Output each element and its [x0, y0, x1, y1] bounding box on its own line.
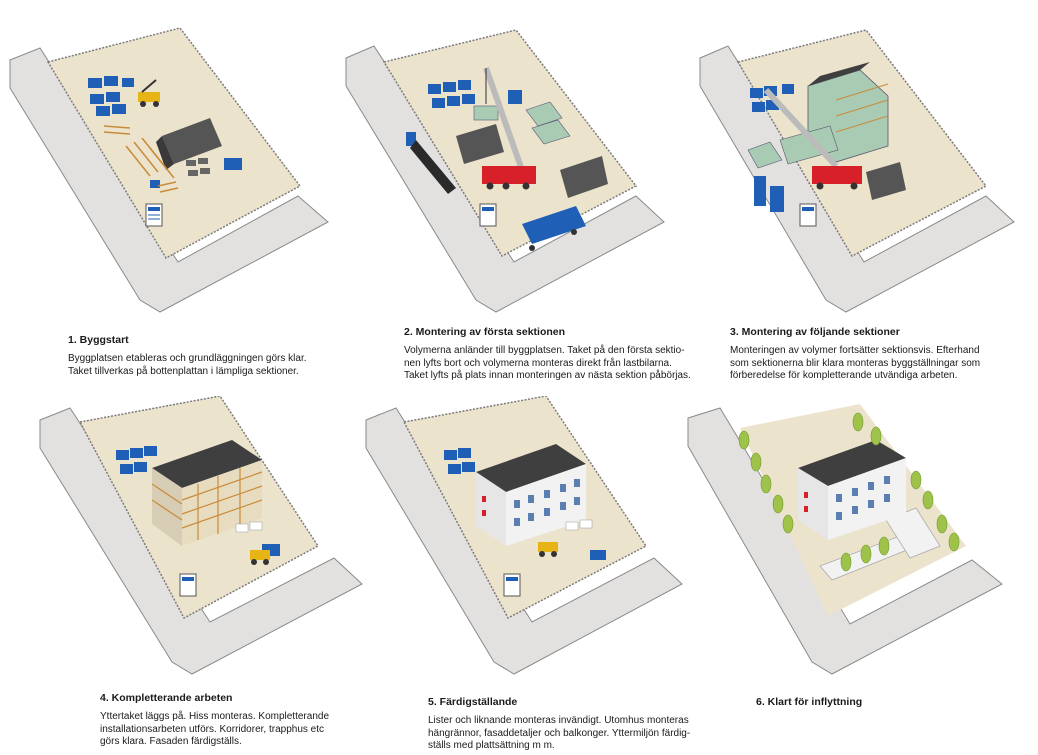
- site-containers: [116, 446, 280, 556]
- container-truck: [522, 206, 586, 251]
- site-containers: [444, 448, 606, 560]
- step-title: 1. Byggstart: [68, 334, 129, 346]
- tent-hall: [866, 162, 906, 200]
- illustration-step-1: [9, 27, 329, 313]
- step-panel-6: 6. Klart för inflyttning: [680, 396, 1038, 755]
- illustration-step-2: [345, 29, 665, 313]
- site-containers: [428, 80, 522, 108]
- step-title: 5. Färdigställande: [428, 696, 518, 708]
- step-caption-5: 5. Färdigställande Lister och liknande m…: [428, 696, 728, 753]
- site-sign: [145, 203, 163, 227]
- step-caption-4: 4. Kompletterande arbeten Yttertaket läg…: [100, 692, 400, 749]
- step-title: 6. Klart för inflyttning: [756, 696, 863, 708]
- site-containers: [88, 76, 242, 188]
- step-description: Byggplatsen etableras och grundläggninge…: [68, 353, 307, 377]
- site-sign: [799, 203, 817, 227]
- step-panel-1: 1. Byggstart Byggplatsen etableras och g…: [0, 0, 346, 380]
- flatbed-truck: [406, 132, 456, 194]
- step-caption-6: 6. Klart för inflyttning: [756, 696, 1038, 715]
- finished-building: [798, 440, 906, 540]
- step-description: Yttertaket läggs på. Hiss monteras. Komp…: [100, 711, 330, 747]
- mobile-crane: [482, 67, 536, 190]
- step-panel-3: 3. Montering av följande sektioner Monte…: [660, 0, 1038, 383]
- step-panel-2: 2. Montering av första sektionen Volymer…: [336, 0, 691, 381]
- tent-hall: [156, 118, 222, 170]
- roof-trusses: [103, 125, 179, 193]
- material-stacks: [235, 521, 263, 533]
- illustration-step-5: [365, 396, 683, 675]
- hanging-module: [747, 141, 783, 169]
- excavator: [250, 550, 270, 565]
- material-stacks: [186, 158, 210, 176]
- step-title: 2. Montering av första sektionen: [404, 326, 566, 338]
- step-title: 3. Montering av följande sektioner: [730, 326, 900, 338]
- step-description: Monteringen av volymer fortsätter sektio…: [730, 345, 981, 381]
- step-description: Lister och liknande monteras invändigt. …: [428, 715, 691, 751]
- material-stacks: [565, 519, 593, 531]
- step-panel-4: 4. Kompletterande arbeten Yttertaket läg…: [0, 396, 370, 755]
- trees: [738, 412, 960, 572]
- illustration-step-4: [39, 396, 363, 675]
- tent-hall: [456, 124, 608, 198]
- site-sign: [179, 573, 197, 597]
- site-sign: [503, 573, 521, 597]
- step-panel-5: 5. Färdigställande Lister och liknande m…: [360, 396, 700, 755]
- mobile-crane: [138, 79, 160, 107]
- illustration-step-3: [699, 29, 1015, 313]
- step-caption-3: 3. Montering av följande sektioner Monte…: [730, 326, 1030, 383]
- excavator: [538, 542, 558, 557]
- step-description: Volymerna anländer till byggplatsen. Tak…: [404, 345, 691, 381]
- illustration-step-6: [687, 404, 1003, 675]
- container-truck: [754, 176, 784, 212]
- mobile-crane: [763, 87, 862, 190]
- volume-modules: [473, 101, 571, 145]
- site-sign: [479, 203, 497, 227]
- step-caption-2: 2. Montering av första sektionen Volymer…: [404, 326, 704, 383]
- step-title: 4. Kompletterande arbeten: [100, 692, 233, 704]
- step-caption-1: 1. Byggstart Byggplatsen etableras och g…: [68, 334, 368, 378]
